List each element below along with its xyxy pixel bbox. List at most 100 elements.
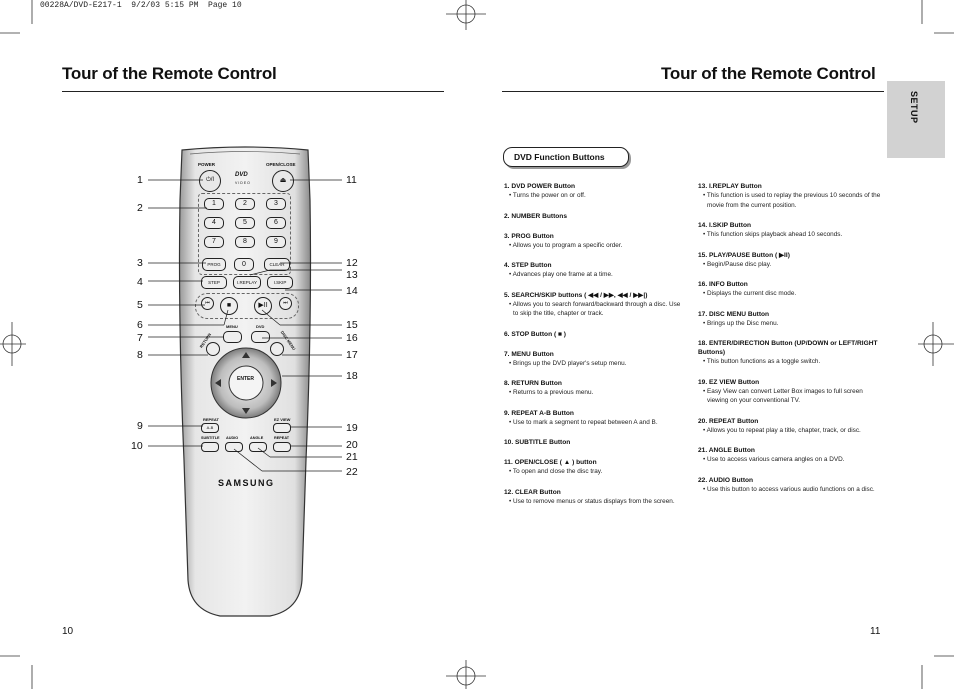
number-key-6[interactable]: 6: [266, 217, 286, 229]
ez-view-button[interactable]: [273, 423, 291, 433]
ez-view-label: EZ VIEW: [274, 417, 291, 422]
callout-11: 11: [346, 174, 357, 186]
function-title: 2. NUMBER Buttons: [504, 212, 568, 220]
dvd-button[interactable]: [251, 331, 270, 343]
function-item: 8. RETURN Button• Returns to a previous …: [504, 379, 686, 398]
direction-pad[interactable]: [209, 346, 283, 420]
callout-14: 14: [346, 285, 358, 297]
function-item: 4. STEP Button • Advances play one frame …: [504, 261, 686, 280]
function-item: 12. CLEAR Button• Use to remove menus or…: [504, 488, 686, 507]
function-item: 7. MENU Button• Brings up the DVD player…: [504, 350, 686, 369]
subtitle-label: SUBTITLE: [201, 436, 220, 440]
arrow-up-icon: [242, 352, 250, 358]
right-page-title: Tour of the Remote Control: [661, 64, 876, 83]
number-key-9[interactable]: 9: [266, 236, 286, 248]
angle-label: ANGLE: [250, 436, 264, 440]
function-item: 20. REPEAT Button• Allows you to repeat …: [698, 417, 884, 436]
repeat-button[interactable]: [273, 442, 291, 452]
function-item: 18. ENTER/DIRECTION Button (UP/DOWN or L…: [698, 339, 884, 367]
skip-back-button[interactable]: ⏮: [201, 297, 214, 310]
function-description: • Brings up the Disc menu.: [703, 319, 779, 327]
callout-21: 21: [346, 451, 358, 463]
number-key-0[interactable]: 0: [234, 258, 254, 271]
function-title: 20. REPEAT Button: [698, 417, 759, 425]
number-pad-area: [198, 193, 291, 275]
function-description: • Use this button to access various audi…: [703, 485, 875, 493]
power-button[interactable]: ⏻/I: [199, 170, 221, 192]
functions-column-2: 13. I.REPLAY Button• This function is us…: [698, 182, 884, 505]
stop-button[interactable]: ■: [220, 297, 238, 315]
function-item: 2. NUMBER Buttons: [504, 212, 686, 221]
angle-button[interactable]: [249, 442, 267, 452]
function-description: • Use to remove menus or status displays…: [509, 497, 675, 505]
callout-3: 3: [137, 257, 143, 269]
function-title: 12. CLEAR Button: [504, 488, 561, 496]
subtitle-button[interactable]: [201, 442, 219, 452]
iskip-button[interactable]: I.SKIP: [267, 276, 293, 289]
dvd-logo: DVD: [235, 172, 248, 178]
section-label-box: DVD Function Buttons: [503, 147, 629, 167]
function-item: 11. OPEN/CLOSE ( ▲ ) button• To open and…: [504, 458, 686, 477]
callout-12: 12: [346, 257, 358, 269]
stop-icon: ■: [226, 302, 232, 309]
enter-label: ENTER: [237, 376, 254, 382]
function-item: 13. I.REPLAY Button• This function is us…: [698, 182, 884, 210]
left-title-rule: [62, 91, 444, 92]
number-key-7[interactable]: 7: [204, 236, 224, 248]
function-item: 14. I.SKIP Button• This function skips p…: [698, 221, 884, 240]
clear-button[interactable]: CLEAR: [264, 258, 290, 271]
function-description: • To open and close the disc tray.: [509, 468, 603, 475]
left-page-number: 10: [62, 626, 74, 637]
open-close-button[interactable]: ⏏: [272, 170, 294, 192]
callout-7: 7: [137, 332, 143, 344]
function-item: 10. SUBTITLE Button: [504, 438, 686, 447]
function-description: • Displays the current disc mode.: [703, 290, 797, 297]
open-close-label: OPEN/CLOSE: [266, 162, 296, 167]
function-title: 19. EZ VIEW Button: [698, 378, 760, 386]
function-description: • Use to access various camera angles on…: [703, 456, 845, 463]
number-key-3[interactable]: 3: [266, 198, 286, 210]
function-description: • Brings up the DVD player's setup menu.: [509, 359, 627, 367]
function-item: 15. PLAY/PAUSE Button ( ▶II)• Begin/Paus…: [698, 251, 884, 270]
function-title: 5. SEARCH/SKIP buttons ( ◀◀ / ▶▶, ◀◀ / ▶…: [504, 291, 648, 299]
function-title: 10. SUBTITLE Button: [504, 439, 571, 446]
number-key-4[interactable]: 4: [204, 217, 224, 229]
play-pause-button[interactable]: ▶II: [254, 297, 272, 315]
function-item: 21. ANGLE Button • Use to access various …: [698, 446, 884, 465]
callout-19: 19: [346, 422, 358, 434]
skip-forward-icon: ⏭: [283, 300, 288, 306]
repeat-ab-button[interactable]: A-B: [201, 423, 219, 433]
number-key-2[interactable]: 2: [235, 198, 255, 210]
eject-icon: ⏏: [279, 177, 287, 184]
left-page-title: Tour of the Remote Control: [62, 64, 277, 83]
number-key-5[interactable]: 5: [235, 217, 255, 229]
function-item: 3. PROG Button• Allows you to program a …: [504, 232, 686, 251]
function-title: 17. DISC MENU Button: [698, 310, 770, 318]
callout-16: 16: [346, 332, 358, 344]
callout-2: 2: [137, 202, 143, 214]
callout-18: 18: [346, 370, 358, 382]
disc-menu-button[interactable]: [270, 342, 284, 356]
step-button[interactable]: STEP: [201, 276, 227, 289]
function-title: 21. ANGLE Button: [698, 447, 755, 454]
function-description: • This button functions as a toggle swit…: [703, 358, 821, 365]
ireplay-button[interactable]: I.REPLAY: [233, 276, 261, 289]
audio-button[interactable]: [225, 442, 243, 452]
prog-button[interactable]: PROG: [202, 258, 226, 271]
return-button[interactable]: [206, 342, 220, 356]
callout-17: 17: [346, 349, 358, 361]
power-label: POWER: [198, 162, 216, 167]
callout-9: 9: [137, 420, 143, 432]
function-title: 4. STEP Button: [504, 262, 552, 269]
callout-8: 8: [137, 349, 143, 361]
callout-22: 22: [346, 466, 358, 478]
function-title: 9. REPEAT A-B Button: [504, 409, 574, 417]
number-key-1[interactable]: 1: [204, 198, 224, 210]
setup-side-tab: SETUP: [887, 81, 945, 158]
function-item: 6. STOP Button ( ■ ): [504, 330, 686, 339]
number-key-8[interactable]: 8: [235, 236, 255, 248]
function-item: 9. REPEAT A-B Button• Use to mark a segm…: [504, 409, 686, 428]
function-description: • Advances play one frame at a time.: [509, 271, 613, 278]
skip-forward-button[interactable]: ⏭: [279, 297, 292, 310]
